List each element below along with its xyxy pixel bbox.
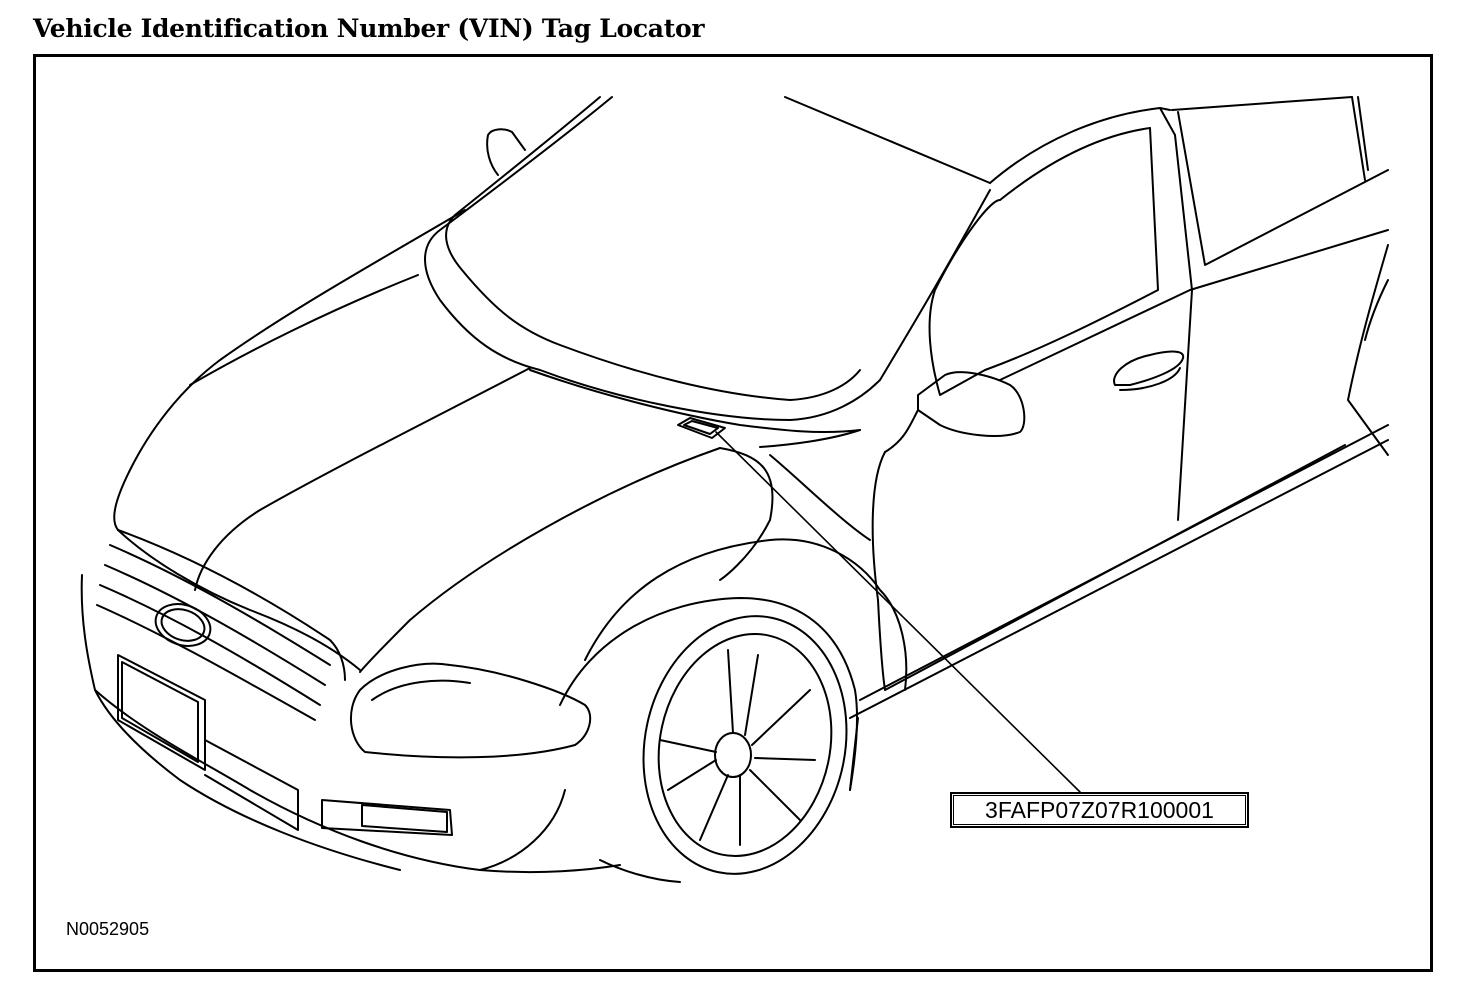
sill-trim xyxy=(884,444,1346,691)
grille-bar-2 xyxy=(104,564,326,686)
side-mirror-base xyxy=(884,409,919,453)
grille-upper xyxy=(117,529,346,681)
rear-quarter xyxy=(1347,244,1389,456)
hood-center-crease xyxy=(194,367,531,591)
front-fender-arch xyxy=(584,538,908,691)
rim xyxy=(657,633,833,857)
hood-front-edge xyxy=(117,529,361,671)
door-handle-cut xyxy=(1119,367,1181,391)
windshield-outer xyxy=(424,96,991,421)
vin-tag-plate xyxy=(677,417,726,439)
hub xyxy=(714,732,752,778)
grille-bar-3 xyxy=(99,584,321,706)
rear-door-window xyxy=(1171,96,1389,266)
hood-outline xyxy=(113,209,466,531)
ford-badge xyxy=(154,603,212,647)
headlight-inner xyxy=(371,679,471,701)
lower-side xyxy=(849,717,859,791)
roof-line xyxy=(784,96,991,184)
lower-intake xyxy=(204,739,299,831)
door-handle xyxy=(1113,350,1185,386)
fender-curve xyxy=(769,454,871,541)
bumper-lower xyxy=(94,689,401,871)
a-pillar xyxy=(989,107,1171,184)
a-pillar-inner xyxy=(999,127,1151,201)
rocker-panel xyxy=(849,439,1389,719)
spokes xyxy=(659,649,811,841)
side-mirror xyxy=(917,371,1026,437)
front-fender xyxy=(719,447,774,581)
tire-ground xyxy=(599,859,681,883)
ford-badge-inner xyxy=(160,608,206,642)
illustration-frame xyxy=(33,54,1433,972)
rear-quarter-arc xyxy=(1364,279,1389,341)
vin-leader-line xyxy=(715,431,1081,793)
vin-label: 3FAFP07Z07R100001 xyxy=(950,792,1249,828)
grille-bar-4 xyxy=(96,604,316,721)
grille-bar-1 xyxy=(109,544,331,666)
front-door-line xyxy=(871,451,886,691)
hood-line-left xyxy=(189,274,419,386)
beltline xyxy=(999,229,1389,381)
tire xyxy=(642,615,848,875)
bumper-side xyxy=(479,789,566,871)
license-plate xyxy=(117,654,206,771)
b-pillar xyxy=(1159,107,1193,521)
windshield-inner xyxy=(445,96,861,401)
figure-code: N0052905 xyxy=(66,919,150,939)
spokes-2 xyxy=(667,654,816,846)
mirror-stalk xyxy=(486,128,526,176)
hood-right-edge xyxy=(759,429,861,448)
hood-crease-right xyxy=(359,447,721,673)
rear-window-trim xyxy=(1351,96,1369,181)
fog-light xyxy=(321,799,453,836)
front-bumper xyxy=(80,574,621,874)
front-door-window xyxy=(928,127,1159,396)
page-title: Vehicle Identification Number (VIN) Tag … xyxy=(33,14,705,43)
license-plate-inner xyxy=(121,661,199,763)
headlight xyxy=(349,662,592,759)
fog-light-lens xyxy=(361,804,448,833)
cowl-line xyxy=(529,369,861,434)
vin-tag-plate-inner xyxy=(683,420,719,435)
